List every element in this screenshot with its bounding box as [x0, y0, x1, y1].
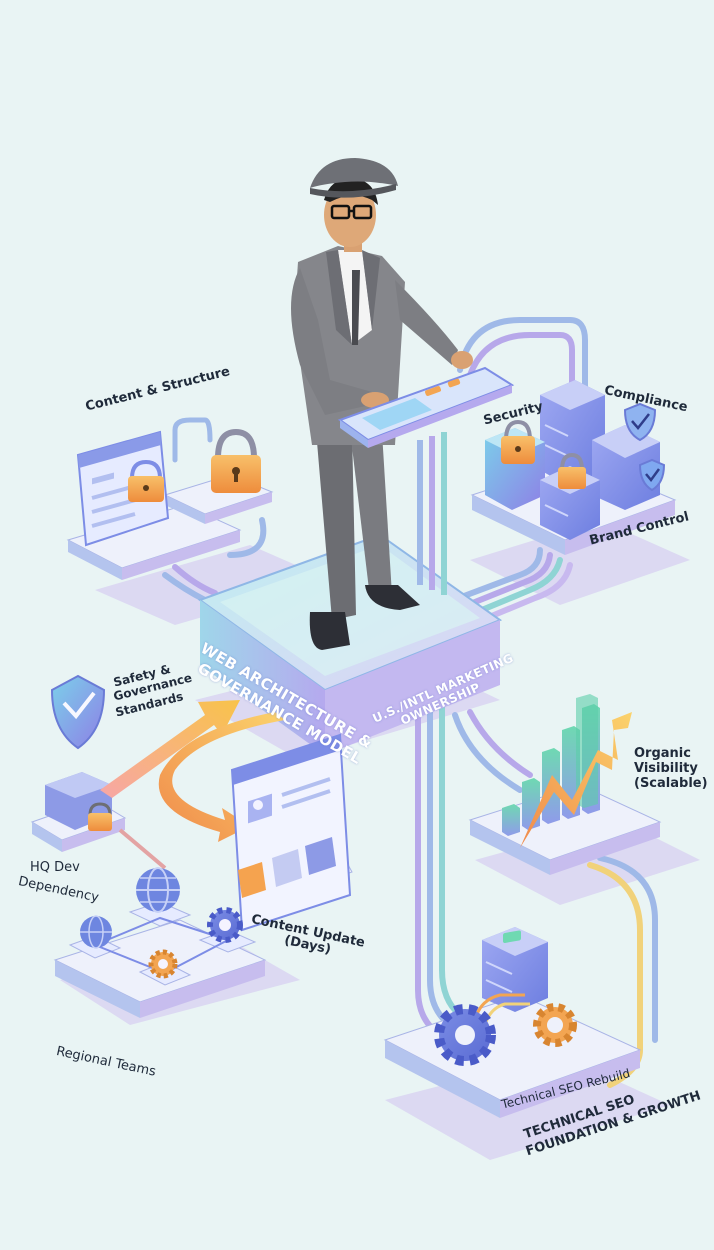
server-stack-icon [482, 927, 548, 1012]
globe-icon [136, 867, 180, 913]
lock-icon [558, 452, 586, 489]
shield-check-icon [638, 458, 666, 492]
hq-dev-block [30, 772, 127, 852]
server-icon [540, 380, 605, 487]
organic-visibility-island [468, 694, 662, 875]
organic-label-line3: (Scalable) [634, 776, 708, 791]
hq-label-line1: HQ Dev [30, 860, 80, 875]
arrows [100, 700, 285, 870]
gear-icon [148, 949, 178, 979]
security-island [470, 380, 677, 555]
lock-icon [128, 459, 164, 502]
regional-teams-island [53, 867, 267, 1018]
globe-icon [80, 915, 112, 949]
organic-label-line1: Organic [634, 746, 691, 761]
lock-icon [501, 419, 535, 464]
gear-icon [434, 1004, 496, 1066]
content-update-island [230, 733, 353, 932]
content-structure-island [66, 428, 274, 580]
gear-icon [533, 1003, 577, 1047]
control-panel [337, 366, 515, 595]
organic-label-line2: Visibility [634, 761, 698, 776]
cables [162, 317, 658, 1088]
shield-check-icon [50, 674, 106, 750]
person [291, 158, 473, 650]
lock-icon [211, 428, 261, 493]
server-icon [592, 425, 660, 510]
shield-check-icon [623, 402, 657, 442]
technical-seo-island [383, 927, 642, 1118]
gear-icon [207, 907, 243, 943]
